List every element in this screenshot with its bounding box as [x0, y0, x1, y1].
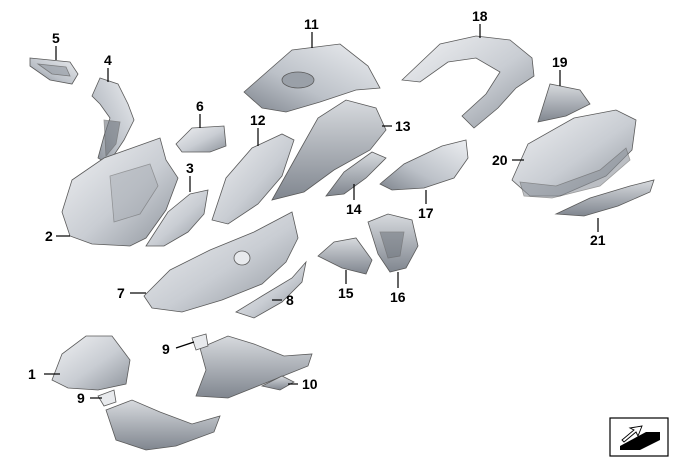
callout-13: 13 — [395, 118, 411, 134]
callout-15: 15 — [338, 285, 354, 301]
part-11 — [243, 43, 381, 113]
callout-11: 11 — [304, 16, 319, 32]
part-18 — [401, 35, 535, 129]
callout-19: 19 — [552, 54, 568, 70]
part-17 — [379, 139, 469, 191]
part-6 — [175, 125, 227, 153]
part-1 — [51, 335, 131, 391]
part-10 — [260, 375, 295, 391]
callout-2: 2 — [45, 228, 53, 244]
part-12 — [211, 133, 295, 225]
callout-10: 10 — [302, 376, 318, 392]
part-5 — [29, 57, 79, 85]
callout-21: 21 — [590, 232, 606, 248]
part-9-lower — [97, 389, 221, 451]
callout-18: 18 — [472, 8, 488, 24]
part-3 — [145, 189, 209, 247]
callout-17: 17 — [418, 205, 434, 221]
callout-16: 16 — [390, 289, 406, 305]
part-19 — [537, 83, 591, 123]
callout-3: 3 — [186, 160, 194, 176]
callout-7: 7 — [117, 285, 125, 301]
callout-9a: 9 — [162, 341, 170, 357]
leader-9a — [175, 341, 195, 349]
view-direction-icon — [609, 417, 669, 457]
part-20 — [511, 109, 637, 199]
part-21 — [554, 179, 655, 217]
callout-9b: 9 — [77, 390, 85, 406]
part-15 — [317, 237, 373, 275]
part-4 — [91, 77, 135, 165]
part-9-upper — [191, 333, 313, 399]
part-2 — [61, 137, 179, 247]
part-8 — [235, 260, 307, 319]
part-7 — [143, 211, 299, 313]
callout-12: 12 — [250, 112, 266, 128]
callout-6: 6 — [196, 98, 204, 114]
callout-14: 14 — [346, 201, 362, 217]
part-13 — [271, 99, 387, 201]
callout-5: 5 — [52, 30, 60, 46]
part-14 — [325, 151, 387, 197]
callout-20: 20 — [492, 152, 508, 168]
part-16 — [367, 213, 419, 273]
callout-8: 8 — [286, 292, 294, 308]
callout-1: 1 — [28, 366, 36, 382]
callout-4: 4 — [104, 52, 112, 68]
